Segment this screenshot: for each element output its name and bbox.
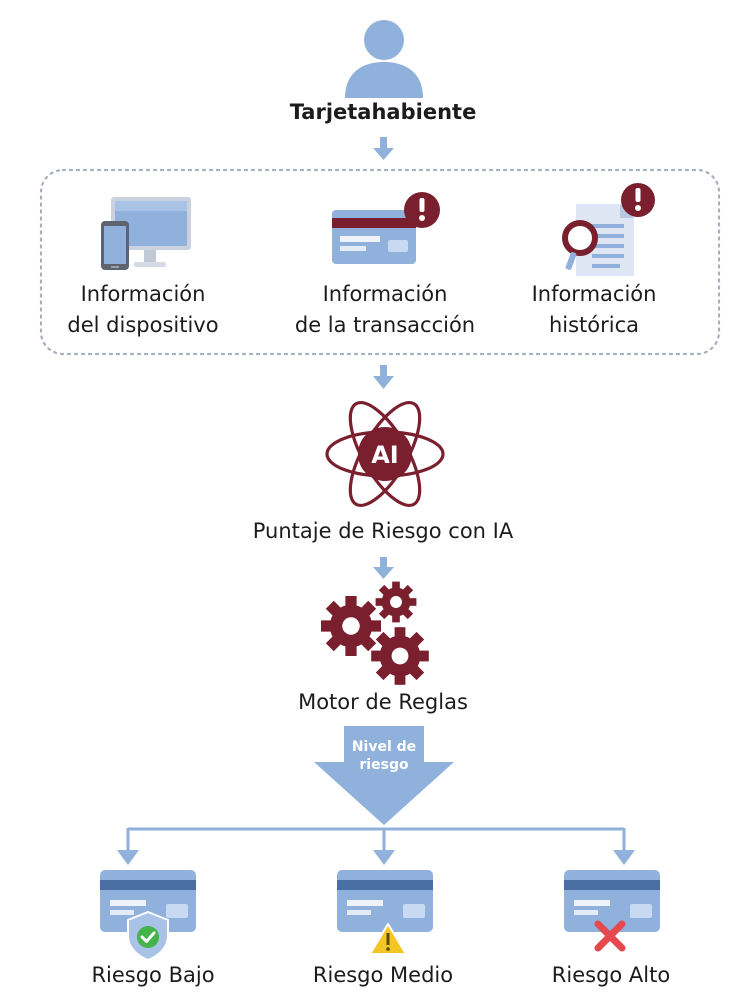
card-shield-check-icon bbox=[100, 870, 196, 962]
cardholder-label: Tarjetahabiente bbox=[289, 100, 477, 124]
arrow-to-medium bbox=[373, 850, 395, 865]
rules-engine-label: Motor de Reglas bbox=[298, 690, 468, 714]
info-item-history-label: Información histórica bbox=[531, 282, 657, 337]
arrow-to-low bbox=[117, 850, 139, 865]
outcome-low-label: Riesgo Bajo bbox=[91, 963, 215, 987]
person-icon bbox=[345, 20, 423, 98]
info-group-box bbox=[39, 168, 721, 356]
card-x-icon bbox=[564, 870, 660, 952]
info-item-transaction-label: Información de la transacción bbox=[294, 282, 476, 337]
ai-atom-icon: AI bbox=[325, 400, 445, 508]
arrow-info-to-ai bbox=[373, 365, 394, 389]
devices-icon bbox=[101, 197, 191, 270]
branch-lines bbox=[126, 827, 626, 852]
ai-icon-text: AI bbox=[371, 441, 399, 469]
outcome-medium-label: Riesgo Medio bbox=[312, 963, 454, 987]
arrow-to-high bbox=[613, 850, 635, 865]
document-search-icon bbox=[562, 183, 655, 276]
arrow-cardholder-to-info bbox=[373, 137, 394, 160]
card-warning-icon bbox=[337, 870, 433, 955]
ai-score-label: Puntaje de Riesgo con IA bbox=[252, 519, 514, 543]
card-alert-icon bbox=[332, 192, 440, 264]
gears-icon bbox=[321, 581, 429, 685]
info-item-device-label: Información del dispositivo bbox=[67, 282, 219, 337]
outcome-high-label: Riesgo Alto bbox=[551, 963, 671, 987]
risk-level-label: Nivel de riesgo bbox=[351, 739, 417, 773]
arrow-ai-to-rules bbox=[373, 557, 394, 579]
big-arrow-down-icon bbox=[314, 726, 454, 825]
